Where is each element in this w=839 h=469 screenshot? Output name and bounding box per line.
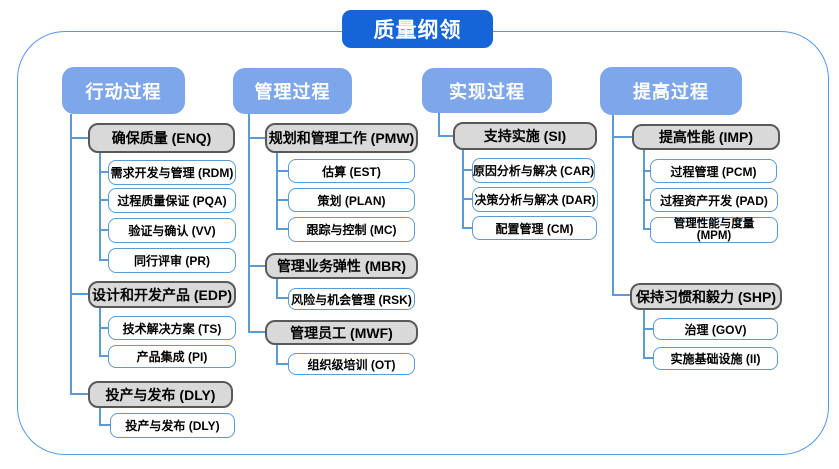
- header-implementation-process: 实现过程: [422, 68, 552, 113]
- node-car: 原因分析与解决 (CAR): [472, 158, 595, 183]
- node-vv: 验证与确认 (VV): [108, 218, 236, 243]
- connector-line: [643, 228, 650, 230]
- connector-line: [643, 309, 645, 359]
- node-ot: 组织级培训 (OT): [288, 353, 415, 375]
- node-si: 支持实施 (SI): [453, 122, 597, 150]
- connector-line: [99, 171, 108, 173]
- connector-line: [276, 152, 278, 230]
- node-est: 估算 (EST): [288, 159, 415, 183]
- node-mc: 跟踪与控制 (MC): [288, 217, 415, 242]
- connector-line: [99, 355, 108, 357]
- node-mbr: 管理业务弹性 (MBR): [265, 253, 418, 279]
- node-mwf: 管理员工 (MWF): [265, 320, 418, 345]
- node-edp: 设计和开发产品 (EDP): [88, 281, 236, 308]
- node-rsk: 风险与机会管理 (RSK): [288, 288, 415, 310]
- connector-line: [276, 228, 288, 230]
- connector-line: [462, 149, 464, 228]
- header-management-process: 管理过程: [233, 68, 352, 114]
- connector-line: [612, 136, 632, 138]
- connector-line: [276, 363, 288, 365]
- connector-line: [99, 229, 108, 231]
- connector-line: [99, 306, 101, 357]
- connector-line: [276, 277, 278, 299]
- node-plan: 策划 (PLAN): [288, 188, 415, 212]
- header-improvement-process: 提高过程: [600, 67, 742, 115]
- connector-line: [438, 112, 440, 136]
- connector-line: [643, 199, 650, 201]
- node-pqa: 过程质量保证 (PQA): [108, 188, 236, 213]
- node-imp: 提高性能 (IMP): [632, 124, 780, 150]
- connector-line: [70, 114, 72, 395]
- connector-line: [462, 198, 472, 200]
- node-enq: 确保质量 (ENQ): [88, 123, 235, 153]
- connector-line: [438, 135, 453, 137]
- header-action-process: 行动过程: [62, 67, 185, 114]
- connector-line: [276, 344, 278, 365]
- connector-line: [462, 169, 472, 171]
- node-pi: 产品集成 (PI): [108, 345, 236, 368]
- connector-line: [612, 294, 630, 296]
- node-ii: 实施基础设施 (II): [653, 347, 778, 370]
- connector-line: [612, 114, 614, 296]
- connector-line: [643, 170, 650, 172]
- node-shp: 保持习惯和毅力 (SHP): [630, 283, 782, 310]
- connector-line: [70, 293, 88, 295]
- connector-line: [99, 152, 101, 261]
- node-mpm: 管理性能与度量 (MPM): [650, 217, 778, 243]
- connector-line: [276, 297, 288, 299]
- node-pcm: 过程管理 (PCM): [650, 159, 777, 183]
- node-pad: 过程资产开发 (PAD): [650, 188, 778, 212]
- node-ts: 技术解决方案 (TS): [108, 316, 236, 340]
- connector-line: [276, 199, 288, 201]
- node-gov: 治理 (GOV): [653, 318, 778, 340]
- connector-line: [248, 331, 265, 333]
- node-dly-child: 投产与发布 (DLY): [110, 413, 235, 438]
- node-dly: 投产与发布 (DLY): [88, 381, 233, 408]
- connector-line: [643, 149, 645, 230]
- node-pr: 同行评审 (PR): [108, 248, 236, 273]
- connector-line: [276, 170, 288, 172]
- connector-line: [643, 357, 653, 359]
- connector-line: [248, 265, 265, 267]
- connector-line: [70, 393, 88, 395]
- connector-line: [99, 199, 108, 201]
- node-dar: 决策分析与解决 (DAR): [472, 187, 598, 212]
- connector-line: [99, 407, 101, 426]
- node-rdm: 需求开发与管理 (RDM): [108, 160, 236, 185]
- connector-line: [248, 137, 265, 139]
- connector-line: [462, 227, 472, 229]
- connector-line: [248, 113, 250, 332]
- connector-line: [70, 137, 88, 139]
- connector-line: [99, 424, 110, 426]
- connector-line: [99, 327, 108, 329]
- connector-line: [99, 259, 108, 261]
- node-pmw: 规划和管理工作 (PMW): [265, 123, 418, 153]
- node-cm: 配置管理 (CM): [472, 216, 597, 240]
- connector-line: [643, 328, 653, 330]
- diagram-title: 质量纲领: [342, 10, 493, 48]
